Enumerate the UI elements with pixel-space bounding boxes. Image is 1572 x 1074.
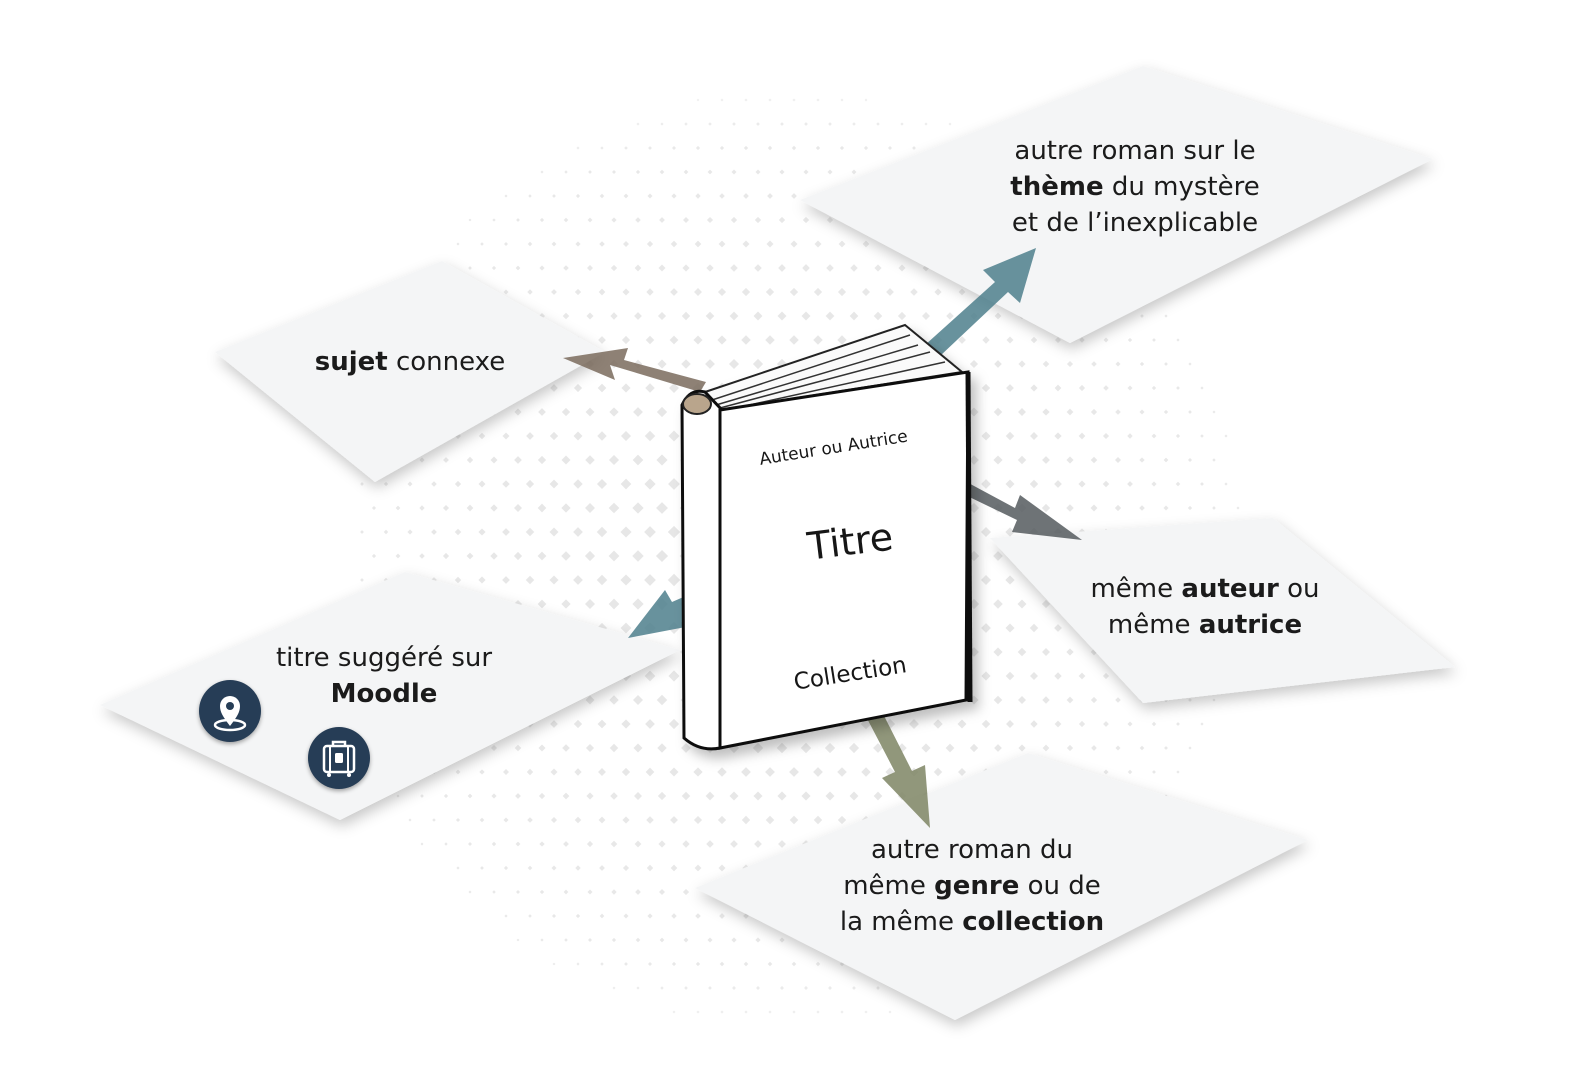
card-genre	[695, 753, 1308, 1020]
label-moodle: titre suggéré sur Moodle	[275, 643, 493, 709]
arrow-to-genre	[860, 698, 930, 828]
card-moodle	[100, 572, 680, 820]
label-subject: sujet connexe	[314, 347, 506, 377]
arrow-to-theme	[925, 248, 1036, 356]
card-subject	[215, 261, 605, 482]
label-author: même auteur ou même autrice	[1090, 574, 1320, 640]
label-genre: autre roman du même genre ou de la même …	[839, 835, 1105, 937]
map-pin-icon	[199, 680, 261, 742]
arrow-to-subject	[563, 348, 706, 392]
card-theme	[800, 66, 1433, 343]
card-author	[990, 518, 1455, 703]
book	[680, 323, 973, 751]
label-theme: autre roman sur le thème du mystère et d…	[1010, 136, 1260, 238]
luggage-icon	[308, 727, 370, 789]
